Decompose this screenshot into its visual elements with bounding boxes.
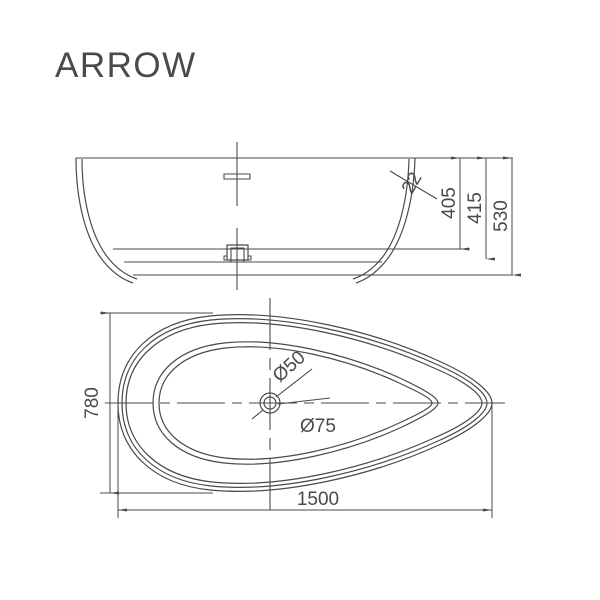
page-title: ARROW: [55, 46, 197, 85]
dim-rim-height-inner: 415: [465, 192, 486, 224]
dim-wall-thickness: 22: [398, 169, 427, 198]
plan-view: Ø50 Ø75 780 1500: [82, 298, 505, 518]
drain-fitting-icon: [223, 244, 252, 263]
elevation-left-outer-wall: [75, 157, 134, 284]
dim-overall-height: 530: [491, 200, 512, 232]
overflow-slot-icon: [223, 173, 251, 180]
dim-overall-length: 1500: [297, 489, 339, 510]
dim-overall-width: 780: [82, 387, 103, 419]
elevation-view: 22 405 415 530: [75, 142, 521, 290]
wall-thickness-leader: [389, 170, 438, 200]
elevation-right-outer-wall: [355, 157, 416, 284]
callout-drain-inner-diameter: Ø50: [269, 347, 310, 387]
dim-inner-depth: 405: [439, 187, 460, 219]
leader-drain-outer: [277, 397, 331, 405]
drain-symbol-icon: [259, 392, 281, 414]
leader-drain-inner: [275, 368, 313, 398]
callout-drain-outer-diameter: Ø75: [300, 416, 336, 437]
elevation-left-inner-wall: [81, 158, 138, 280]
drain-tick-mark: [251, 409, 264, 420]
